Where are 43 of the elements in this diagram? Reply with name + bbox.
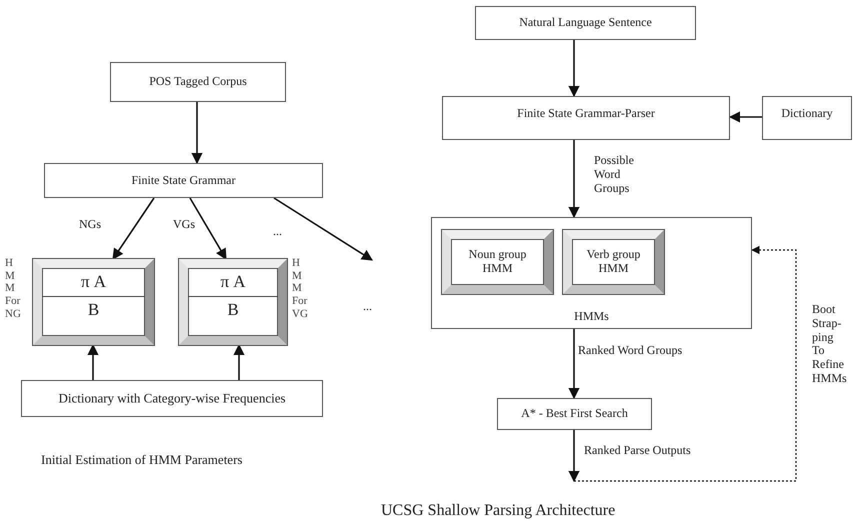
arrow xyxy=(568,140,580,218)
node-label: Finite State Grammar xyxy=(130,174,236,188)
parameter-label: π A xyxy=(80,272,108,292)
arrow xyxy=(189,198,227,260)
process-box xyxy=(762,96,852,140)
arrow xyxy=(568,40,580,98)
side-label: H M M For NG xyxy=(5,257,21,320)
node-label: Natural Language Sentence xyxy=(518,16,653,30)
hmm-box xyxy=(563,230,664,294)
arrow xyxy=(233,344,245,380)
node-label: Noun group HMM xyxy=(468,248,528,276)
parameter-label: B xyxy=(226,300,240,320)
node-label: A* - Best First Search xyxy=(520,407,629,421)
hmm-parameter-box xyxy=(33,259,154,345)
process-box xyxy=(431,217,752,329)
process-box xyxy=(442,96,730,140)
process-box xyxy=(475,6,696,40)
node-label: HMMs xyxy=(573,310,610,324)
node-label: Finite State Grammar-Parser xyxy=(516,107,656,121)
hmm-box xyxy=(442,230,553,294)
arrow xyxy=(191,102,203,164)
arrow xyxy=(568,329,580,400)
edge-label: Ranked Parse Outputs xyxy=(583,444,692,458)
arrow xyxy=(728,111,762,123)
node-label: Dictionary xyxy=(780,107,834,121)
arrow xyxy=(112,198,155,260)
process-box xyxy=(44,163,323,198)
parameter-label: B xyxy=(86,300,100,320)
node-label: Dictionary with Category-wise Frequencies xyxy=(57,391,287,406)
process-box xyxy=(21,380,323,417)
process-box xyxy=(497,398,652,430)
process-box xyxy=(110,62,286,102)
arrow xyxy=(87,344,99,380)
arrow xyxy=(568,430,580,482)
hmm-parameter-box xyxy=(179,259,287,345)
caption: UCSG Shallow Parsing Architecture xyxy=(380,502,616,520)
arrow xyxy=(274,197,373,261)
node-label: POS Tagged Corpus xyxy=(148,75,248,89)
side-label: H M M For VG xyxy=(292,257,308,320)
arrow xyxy=(574,246,797,482)
edge-label: Ranked Word Groups xyxy=(577,344,684,358)
node-label: Verb group HMM xyxy=(586,248,642,276)
parameter-label: π A xyxy=(219,272,247,292)
